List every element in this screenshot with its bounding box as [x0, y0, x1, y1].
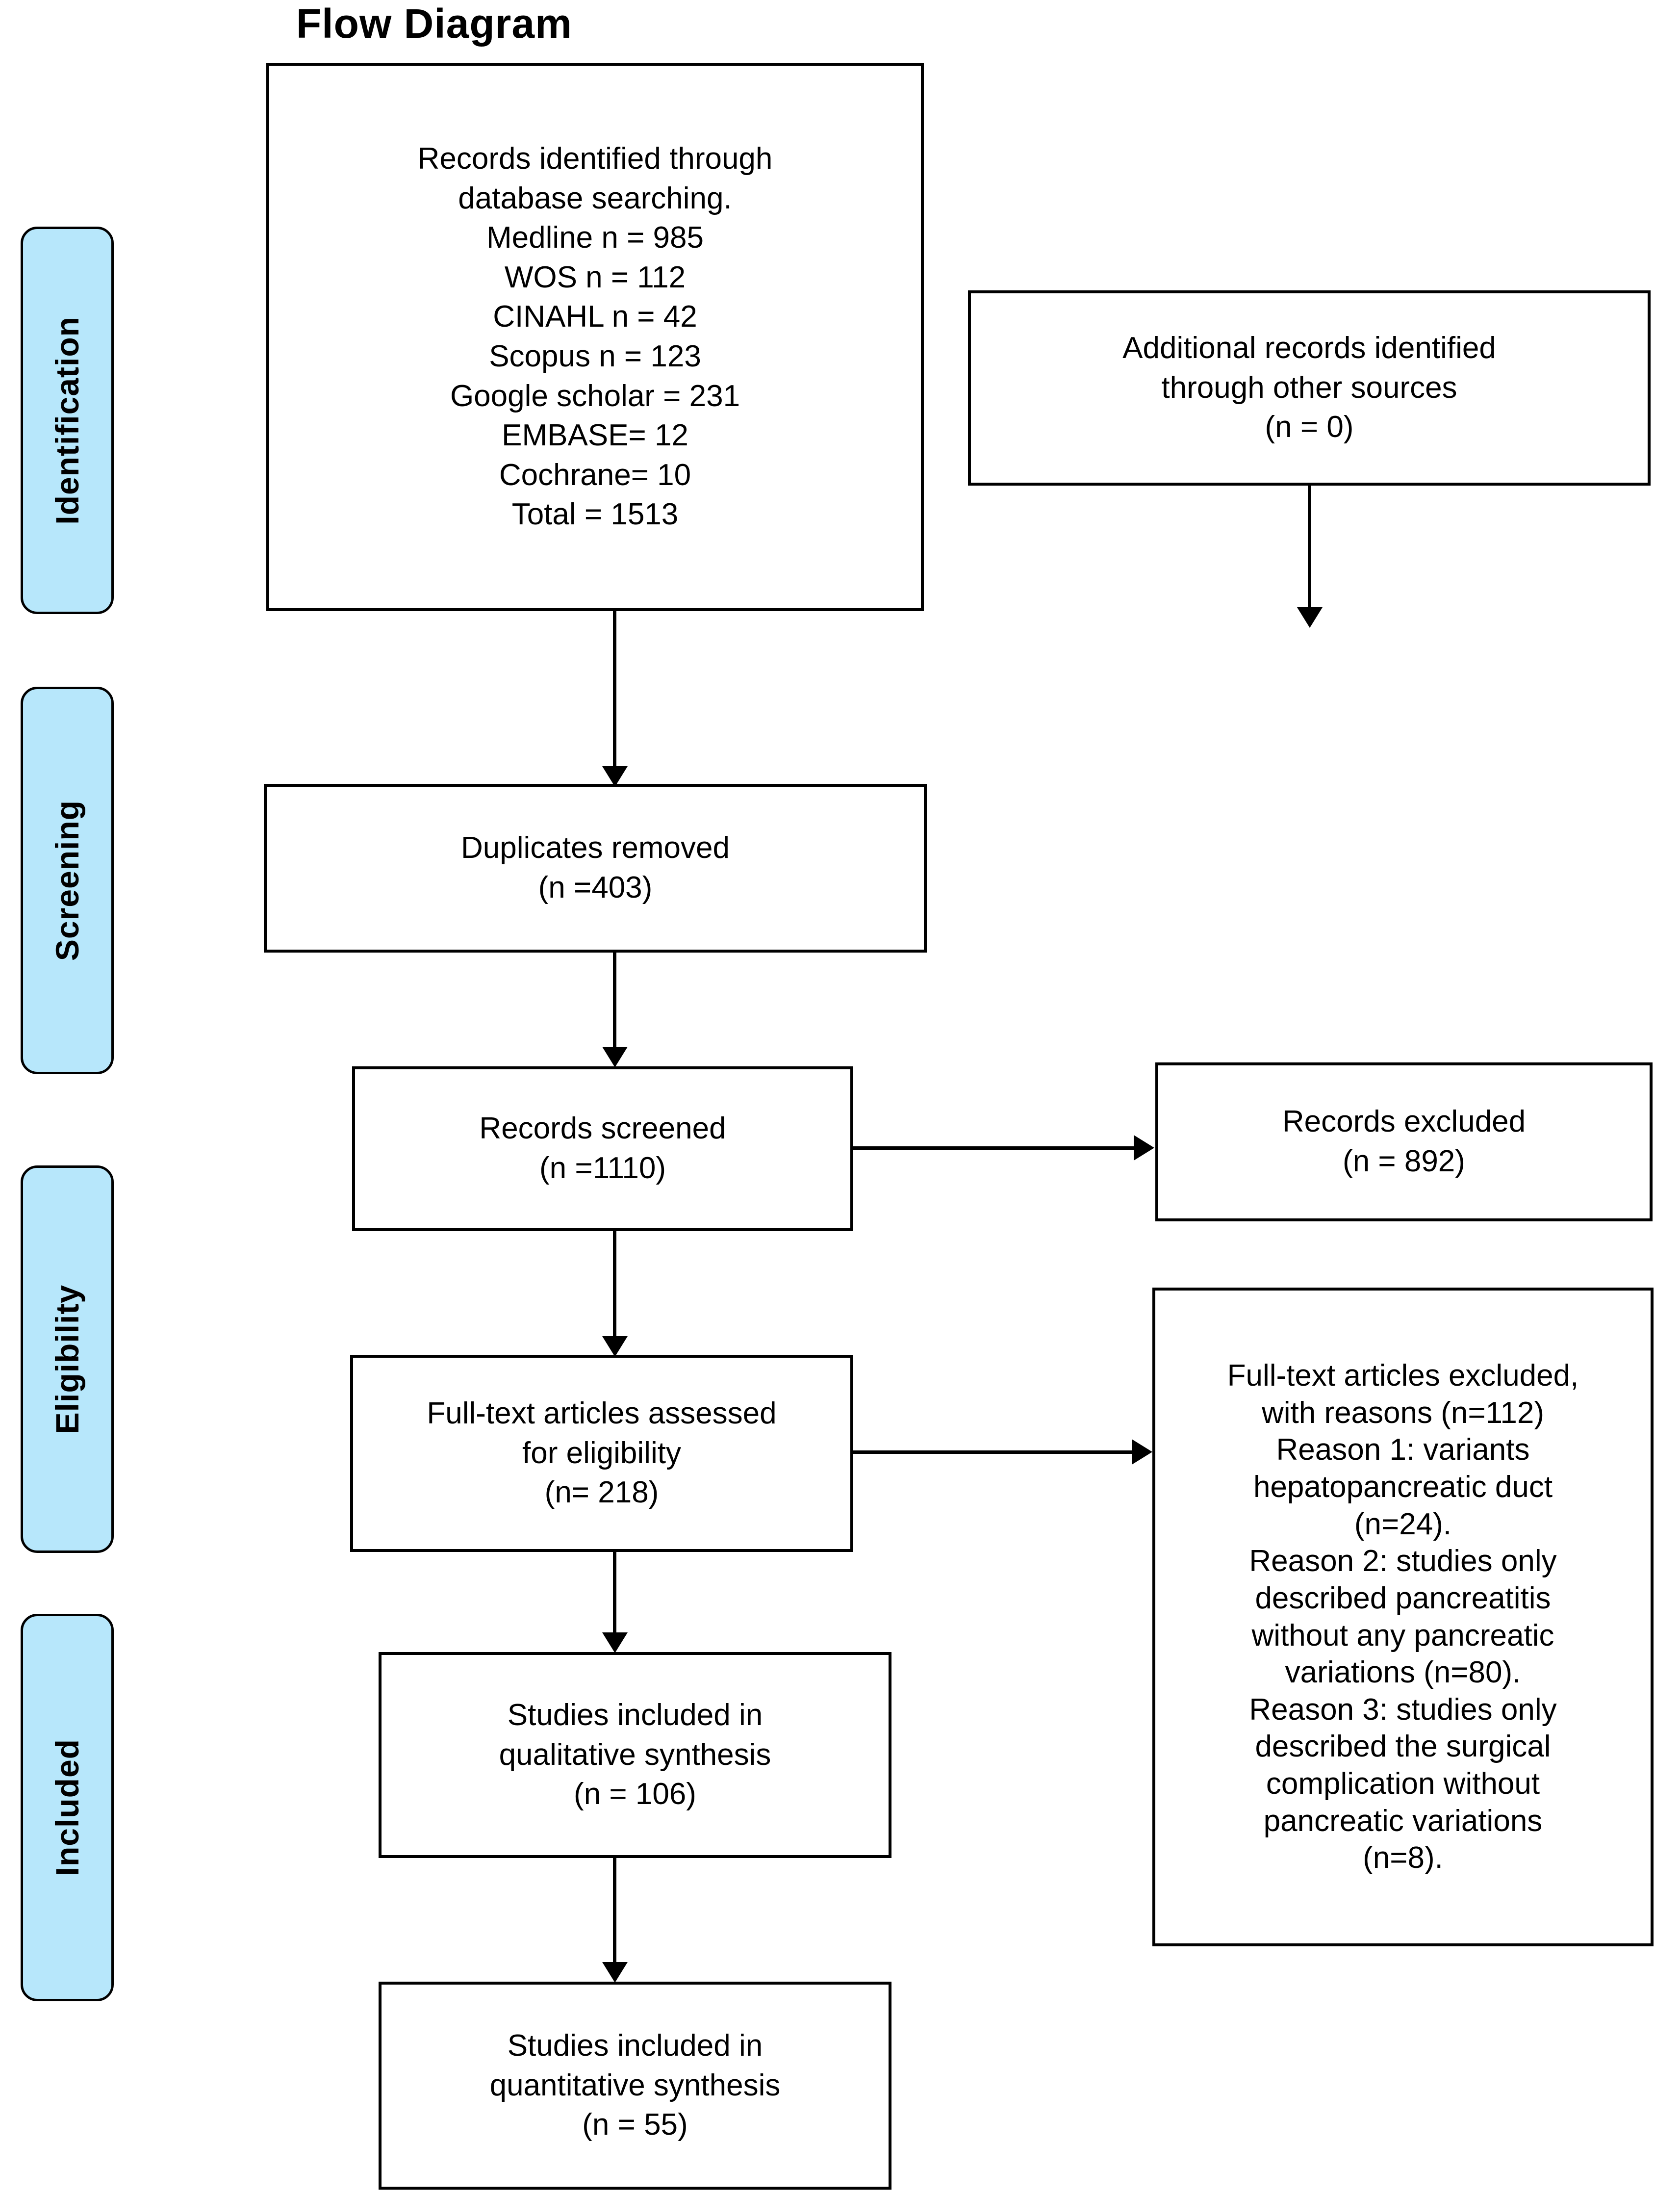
box-duplicates-removed: Duplicates removed (n =403)	[264, 784, 927, 953]
arrowhead-duplicates-to-screened	[602, 1047, 628, 1067]
connector-qualitative-to-quantitative	[613, 1858, 616, 1967]
arrowhead-additional-records-down	[1297, 607, 1323, 628]
arrowhead-screened-to-excluded	[1134, 1135, 1154, 1161]
arrowhead-fulltext-to-qualitative	[602, 1632, 628, 1653]
stage-label-identification: Identification	[21, 227, 114, 614]
box-fulltext-excluded-reasons-text: Full-text articles excluded, with reason…	[1227, 1359, 1579, 1875]
box-qualitative-synthesis: Studies included in qualitative synthesi…	[379, 1652, 891, 1858]
box-quantitative-synthesis: Studies included in quantitative synthes…	[379, 1982, 891, 2190]
connector-fulltext-to-excluded-reasons	[853, 1450, 1132, 1454]
box-records-screened-text: Records screened (n =1110)	[479, 1111, 726, 1185]
arrowhead-screened-to-fulltext	[602, 1336, 628, 1357]
connector-screened-to-fulltext	[613, 1231, 616, 1341]
box-quantitative-synthesis-text: Studies included in quantitative synthes…	[489, 2029, 781, 2142]
arrowhead-fulltext-to-excluded-reasons	[1132, 1439, 1152, 1465]
stage-label-screening: Screening	[21, 687, 114, 1074]
arrowhead-qualitative-to-quantitative	[602, 1962, 628, 1983]
box-records-identified: Records identified through database sear…	[266, 63, 924, 611]
connector-fulltext-to-qualitative	[613, 1552, 616, 1637]
box-additional-records: Additional records identified through ot…	[968, 290, 1651, 486]
connector-duplicates-to-screened	[613, 953, 616, 1052]
stage-label-identification-text: Identification	[49, 316, 85, 525]
box-records-screened: Records screened (n =1110)	[352, 1066, 853, 1231]
connector-additional-records-down	[1308, 486, 1311, 612]
stage-label-eligibility: Eligibility	[21, 1165, 114, 1553]
connector-identified-to-duplicates	[613, 611, 616, 771]
stage-label-screening-text: Screening	[49, 800, 85, 961]
box-records-excluded: Records excluded (n = 892)	[1155, 1062, 1653, 1221]
stage-label-eligibility-text: Eligibility	[49, 1284, 85, 1434]
box-qualitative-synthesis-text: Studies included in qualitative synthesi…	[499, 1698, 771, 1811]
stage-label-included-text: Included	[49, 1739, 85, 1876]
box-fulltext-assessed-text: Full-text articles assessed for eligibil…	[427, 1396, 777, 1510]
box-records-identified-text: Records identified through database sear…	[417, 142, 773, 532]
page-title: Flow Diagram	[296, 0, 572, 47]
box-records-excluded-text: Records excluded (n = 892)	[1282, 1105, 1526, 1178]
box-duplicates-removed-text: Duplicates removed (n =403)	[461, 831, 730, 904]
stage-label-included: Included	[21, 1614, 114, 2001]
arrowhead-identified-to-duplicates	[602, 766, 628, 787]
box-fulltext-excluded-reasons: Full-text articles excluded, with reason…	[1152, 1288, 1654, 1946]
box-additional-records-text: Additional records identified through ot…	[1122, 331, 1496, 444]
connector-screened-to-excluded	[853, 1146, 1134, 1150]
box-fulltext-assessed: Full-text articles assessed for eligibil…	[350, 1355, 853, 1552]
